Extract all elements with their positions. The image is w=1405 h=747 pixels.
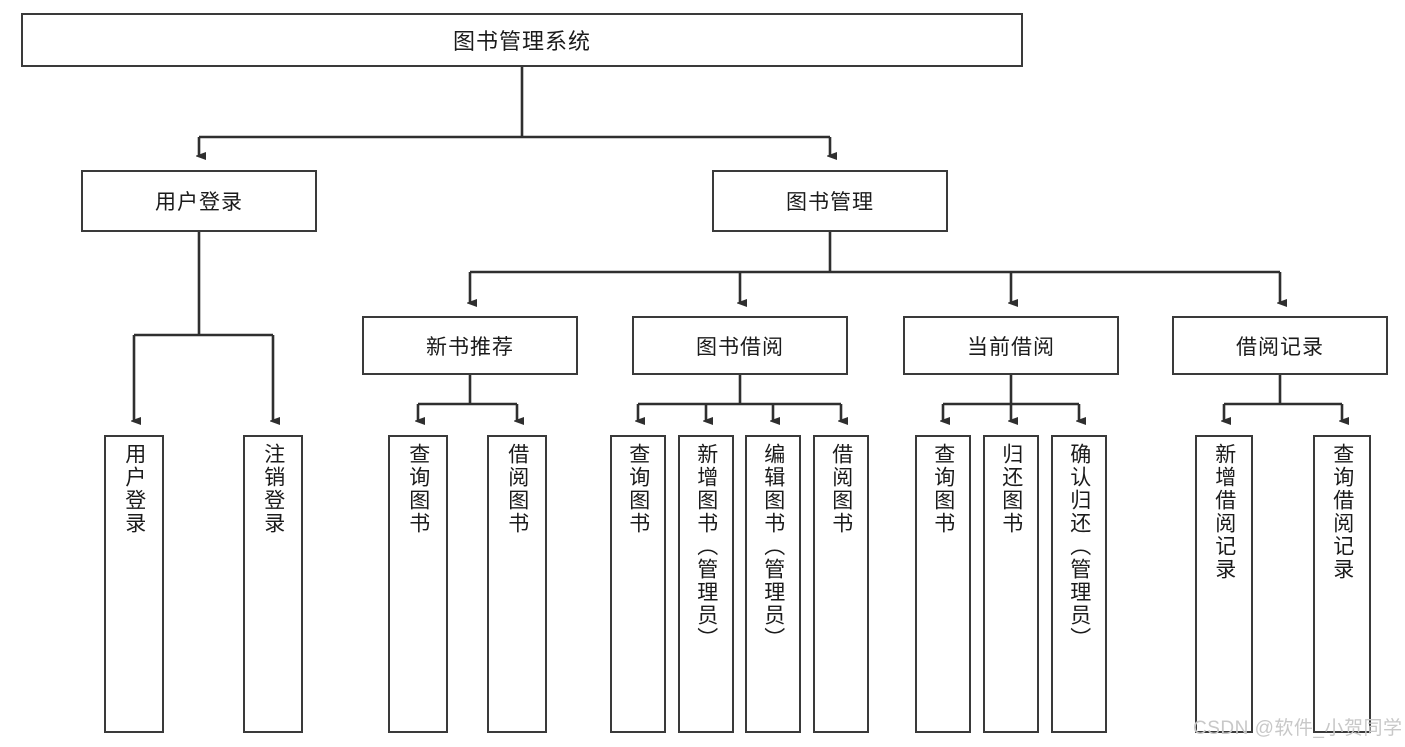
node-book-borrowing[interactable]: 图书借阅 (632, 316, 848, 375)
leaf-current-return-book[interactable]: 归还图书 (983, 435, 1039, 733)
node-label: 用户登录 (155, 191, 243, 214)
node-label: 查询图书 (406, 443, 430, 535)
node-label: 借阅图书 (505, 443, 529, 535)
leaf-recommend-query-book[interactable]: 查询图书 (388, 435, 448, 733)
node-label: 查询图书 (931, 443, 955, 535)
node-label: 用户登录 (122, 443, 146, 535)
leaf-borrow-borrow-book[interactable]: 借阅图书 (813, 435, 869, 733)
leaf-user-login[interactable]: 用户登录 (104, 435, 164, 733)
node-label: 新书推荐 (426, 335, 514, 359)
node-label: 归还图书 (999, 443, 1023, 535)
leaf-current-confirm-return-admin[interactable]: 确认归还（管理员） (1051, 435, 1107, 733)
node-borrowing-records[interactable]: 借阅记录 (1172, 316, 1388, 375)
node-new-book-recommendation[interactable]: 新书推荐 (362, 316, 578, 375)
leaf-borrow-query-book[interactable]: 查询图书 (610, 435, 666, 733)
node-label: 图书管理系统 (452, 29, 591, 54)
node-label: 新增图书（管理员） (694, 443, 718, 650)
node-label: 查询图书 (626, 443, 650, 535)
leaf-record-add-borrow-record[interactable]: 新增借阅记录 (1195, 435, 1253, 733)
node-label: 借阅记录 (1236, 335, 1324, 359)
leaf-current-query-book[interactable]: 查询图书 (915, 435, 971, 733)
node-label: 当前借阅 (967, 335, 1055, 359)
node-label: 图书借阅 (696, 335, 784, 359)
node-current-borrowing[interactable]: 当前借阅 (903, 316, 1119, 375)
node-label: 确认归还（管理员） (1067, 443, 1091, 650)
leaf-borrow-add-book-admin[interactable]: 新增图书（管理员） (678, 435, 734, 733)
node-label: 借阅图书 (829, 443, 853, 535)
node-label: 注销登录 (261, 443, 285, 535)
node-label: 新增借阅记录 (1212, 443, 1236, 581)
node-label: 查询借阅记录 (1330, 443, 1354, 581)
node-label: 图书管理 (786, 191, 874, 214)
leaf-recommend-borrow-book[interactable]: 借阅图书 (487, 435, 547, 733)
node-book-management-system[interactable]: 图书管理系统 (21, 13, 1023, 67)
leaf-borrow-edit-book-admin[interactable]: 编辑图书（管理员） (745, 435, 801, 733)
watermark-text: CSDN @软件_小贺同学 (1193, 718, 1403, 739)
node-user-login[interactable]: 用户登录 (81, 170, 317, 232)
leaf-user-logout[interactable]: 注销登录 (243, 435, 303, 733)
leaf-record-query-borrow-record[interactable]: 查询借阅记录 (1313, 435, 1371, 733)
node-label: 编辑图书（管理员） (761, 443, 785, 650)
node-book-management[interactable]: 图书管理 (712, 170, 948, 232)
